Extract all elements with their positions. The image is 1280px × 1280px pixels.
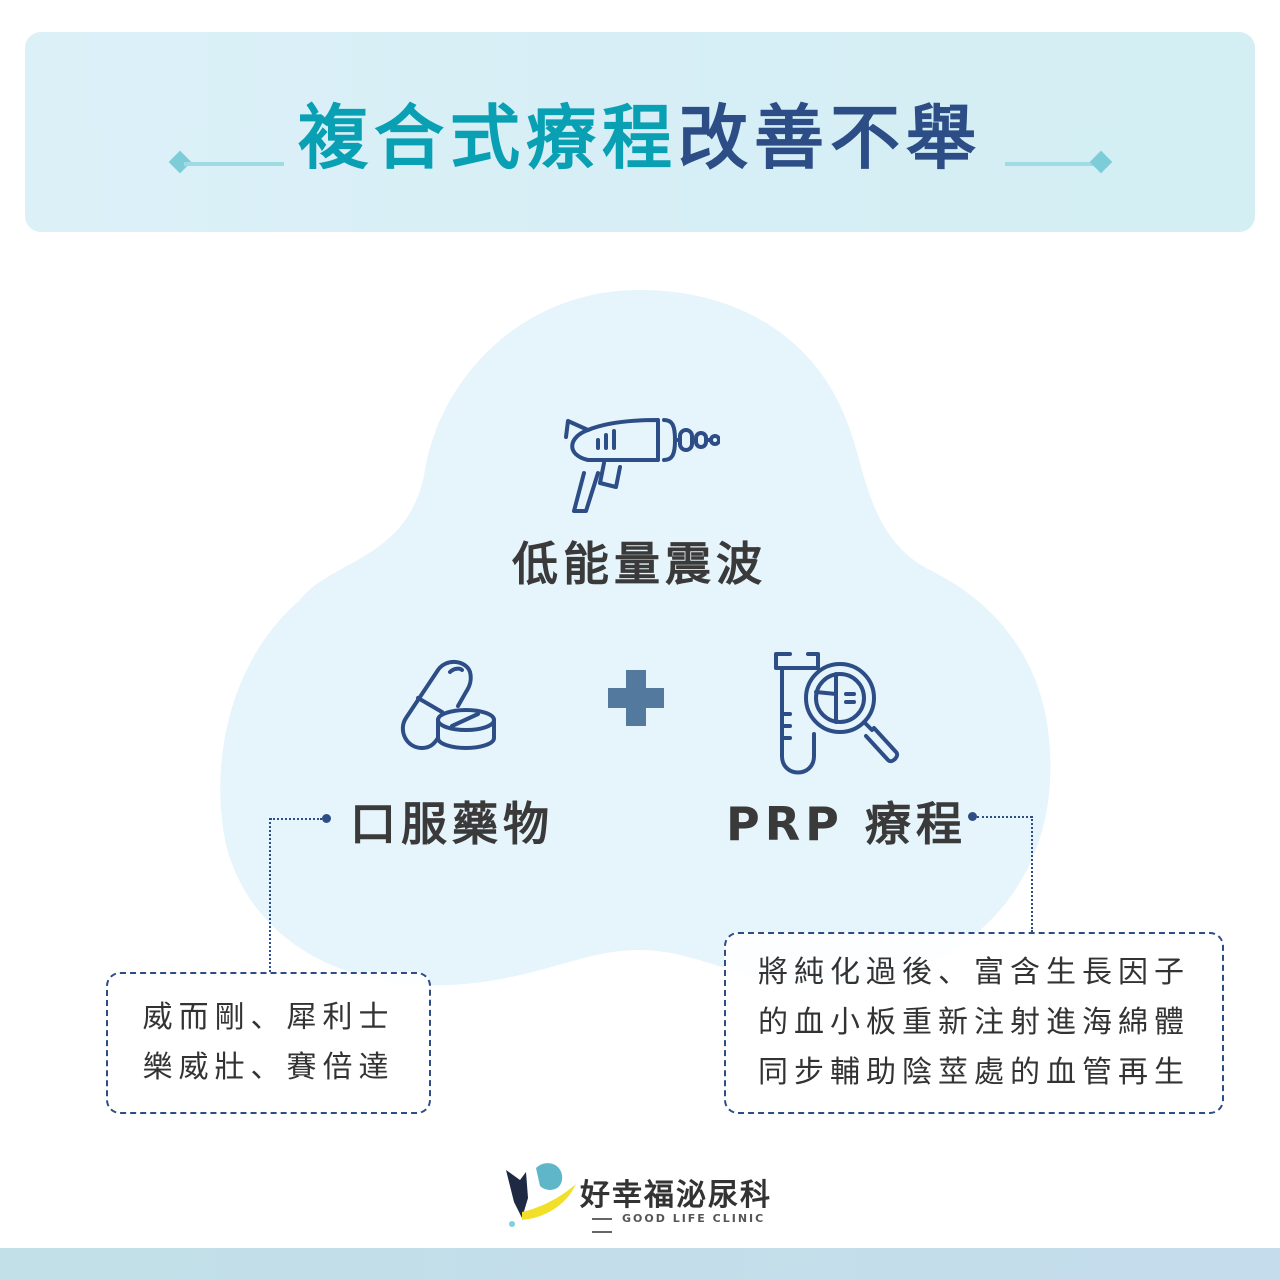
medication-details-box: 威而剛、犀利士 樂威壯、賽倍達 bbox=[106, 972, 431, 1114]
title-teal: 複合式療程 bbox=[298, 96, 678, 179]
prp-line-2: 的血小板重新注射進海綿體 bbox=[758, 1005, 1190, 1040]
connector-line-left bbox=[270, 818, 322, 820]
connector-line-left-vertical bbox=[269, 818, 271, 972]
prp-details-box: 將純化過後、富含生長因子 的血小板重新注射進海綿體 同步輔助陰莖處的血管再生 bbox=[724, 932, 1224, 1114]
page-title: 複合式療程 改善不舉 bbox=[25, 92, 1255, 179]
connector-line-right bbox=[977, 816, 1032, 818]
prp-line-1: 將純化過後、富含生長因子 bbox=[758, 955, 1190, 990]
label-prp: PRP 療程 bbox=[726, 797, 967, 851]
header-banner: 複合式療程 改善不舉 bbox=[25, 32, 1255, 232]
shockwave-gun-icon bbox=[564, 418, 720, 513]
connector-dot-left bbox=[322, 814, 331, 823]
label-oral-medication: 口服藥物 bbox=[350, 797, 554, 851]
medication-line-1: 威而剛、犀利士 bbox=[142, 1000, 395, 1035]
footer-band bbox=[0, 1248, 1280, 1280]
clinic-name: 好幸福泌尿科 bbox=[580, 1178, 772, 1213]
test-tube-magnifier-icon bbox=[774, 652, 899, 775]
prp-line-3: 同步輔助陰莖處的血管再生 bbox=[758, 1055, 1190, 1090]
header-left-ornament bbox=[168, 150, 290, 176]
connector-line-right-vertical bbox=[1031, 816, 1033, 932]
plus-icon-bar bbox=[608, 688, 664, 708]
medication-line-2: 樂威壯、賽倍達 bbox=[142, 1050, 395, 1085]
connector-dot-right bbox=[968, 812, 977, 821]
label-shockwave: 低能量震波 bbox=[512, 537, 767, 591]
clinic-subtitle: GOOD LIFE CLINIC bbox=[582, 1212, 790, 1238]
clinic-logo-mark-icon bbox=[506, 1163, 576, 1227]
title-navy: 改善不舉 bbox=[678, 96, 982, 179]
clinic-logo: 好幸福泌尿科 GOOD LIFE CLINIC bbox=[500, 1158, 790, 1230]
pills-icon bbox=[400, 660, 496, 750]
header-right-ornament bbox=[1005, 150, 1125, 176]
